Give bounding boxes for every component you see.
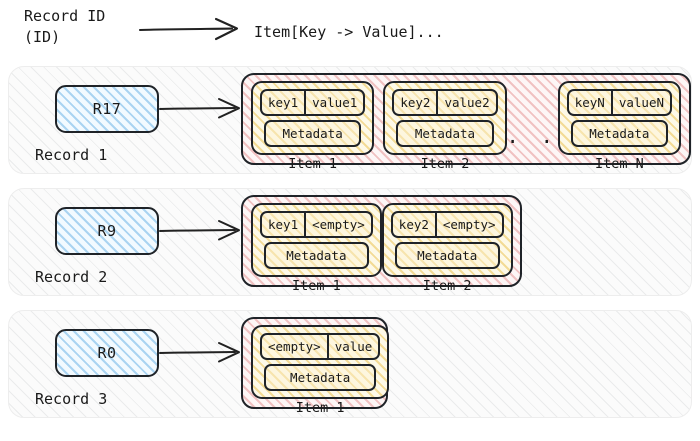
items-container-3: <empty> value Metadata Item 1	[241, 317, 390, 416]
key-value-row: keyN valueN	[566, 89, 672, 116]
key-cell: key1	[262, 213, 307, 236]
item-slot[interactable]: key1 value1 Metadata Item 1	[251, 81, 375, 173]
metadata-box: Metadata	[394, 242, 500, 269]
item-box: key1 <empty> Metadata	[251, 203, 382, 277]
item-label: Item 2	[420, 156, 470, 172]
item-box: key2 value2 Metadata	[383, 81, 507, 155]
key-cell: key2	[394, 91, 439, 114]
item-box: key1 value1 Metadata	[251, 81, 375, 155]
metadata-box: Metadata	[264, 120, 362, 147]
record-id-chip-3[interactable]: R0	[55, 329, 159, 377]
key-value-row: key2 value2	[392, 89, 498, 116]
value-cell: <empty>	[442, 217, 496, 232]
key-cell: keyN	[569, 91, 613, 114]
long-right-arrow-icon	[138, 17, 239, 41]
item-slot[interactable]: key2 <empty> Metadata Item 2	[381, 203, 513, 295]
items-container-1: key1 value1 Metadata Item 1 key2 value2 …	[241, 73, 691, 172]
key-value-row: key1 <empty>	[260, 211, 373, 238]
record-label: Record 2	[35, 268, 108, 286]
key-cell: key1	[262, 91, 307, 114]
item-slot[interactable]: key1 <empty> Metadata Item 1	[251, 203, 382, 295]
value-cell: valueN	[618, 95, 664, 110]
metadata-box: Metadata	[264, 364, 377, 391]
item-box: <empty> value Metadata	[251, 325, 390, 399]
record-id-chip-2[interactable]: R9	[55, 207, 159, 255]
item-slot[interactable]: key2 value2 Metadata Item 2	[383, 81, 507, 173]
diagram-header: Record ID (ID) Item[Key -> Value]...	[0, 0, 700, 58]
record-id-value: R17	[92, 100, 122, 118]
record-to-items-arrow-3	[159, 342, 240, 363]
value-cell: value	[334, 339, 373, 354]
item-box: keyN valueN Metadata	[557, 81, 681, 155]
record-row-1: R17 key1 value1 Metadata Item 1 key2 val…	[8, 66, 692, 174]
metadata-box: Metadata	[396, 120, 494, 147]
record-to-items-arrow-1	[159, 98, 240, 119]
record-to-items-arrow-2	[159, 220, 240, 241]
record-row-2: R9 key1 <empty> Metadata Item 1 key2 <em…	[8, 188, 692, 296]
value-cell: <empty>	[312, 217, 365, 232]
metadata-box: Metadata	[570, 120, 668, 147]
key-cell: key2	[393, 213, 437, 236]
item-box: key2 <empty> Metadata	[381, 203, 513, 277]
items-container-2: key1 <empty> Metadata Item 1 key2 <empty…	[241, 195, 522, 294]
items-ellipsis: . .	[506, 124, 558, 148]
item-label: Item N	[594, 156, 644, 172]
metadata-box: Metadata	[264, 242, 369, 269]
record-row-3: R0 <empty> value Metadata Item 1 Record …	[8, 310, 692, 418]
item-key-value-caption: Item[Key -> Value]...	[254, 23, 444, 41]
item-slot[interactable]: keyN valueN Metadata Item N	[557, 81, 681, 173]
record-id-chip-1[interactable]: R17	[55, 85, 159, 133]
item-label: Item 1	[288, 156, 338, 172]
record-id-caption: Record ID (ID)	[24, 7, 106, 46]
value-cell: value1	[312, 95, 358, 110]
value-cell: value2	[444, 95, 490, 110]
item-label: Item 1	[295, 400, 345, 416]
key-value-row: <empty> value	[260, 333, 381, 360]
key-value-row: key2 <empty>	[390, 211, 504, 238]
item-label: Item 1	[292, 278, 341, 294]
key-value-row: key1 value1	[260, 89, 366, 116]
record-label: Record 1	[35, 146, 108, 164]
record-id-value: R0	[97, 344, 117, 362]
record-label: Record 3	[35, 390, 108, 408]
record-id-value: R9	[97, 222, 117, 240]
item-label: Item 2	[422, 278, 472, 294]
item-slot[interactable]: <empty> value Metadata Item 1	[251, 325, 390, 417]
key-cell: <empty>	[262, 335, 329, 358]
